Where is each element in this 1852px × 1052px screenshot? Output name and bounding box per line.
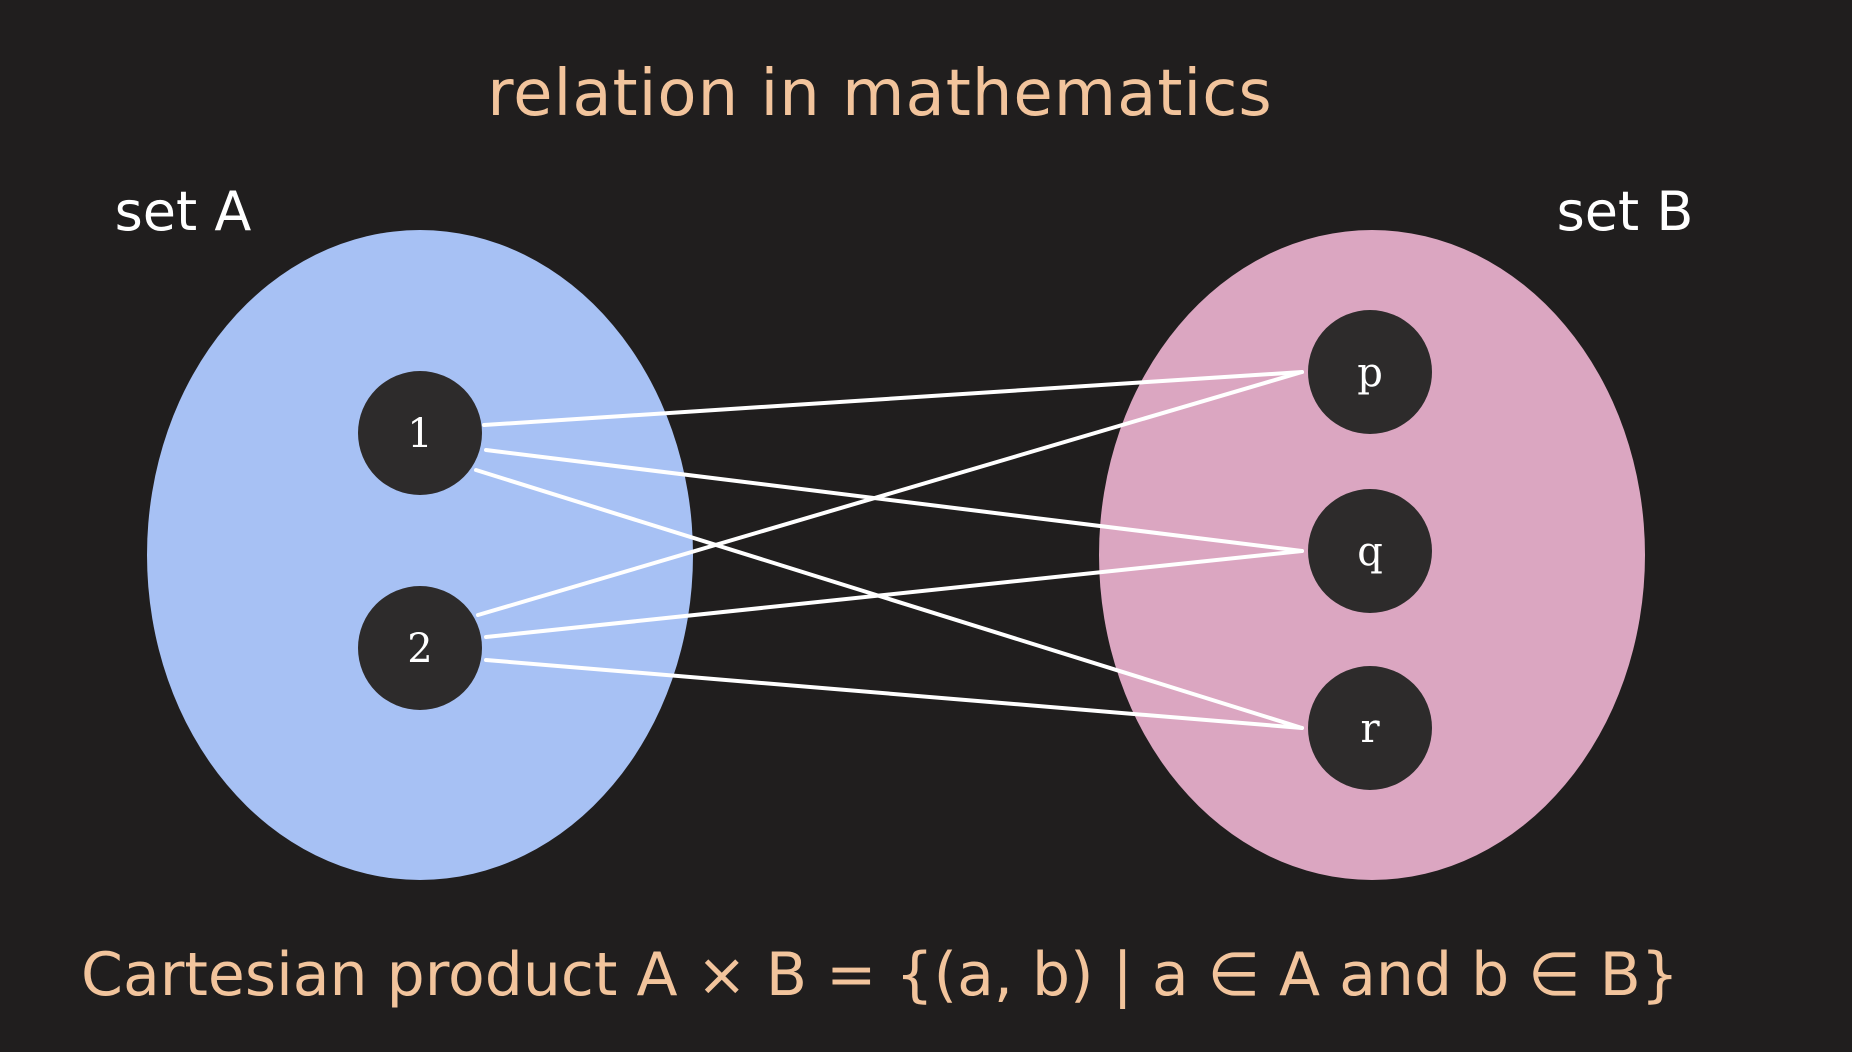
element-label-p: p: [1357, 350, 1383, 396]
element-label-1: 1: [407, 411, 432, 457]
element-circle-q: [1308, 489, 1432, 613]
element-circle-p: [1308, 310, 1432, 434]
element-label-q: q: [1357, 529, 1383, 575]
set-a-ellipse: [147, 230, 693, 880]
element-node-2: 2: [358, 586, 482, 710]
set-b-label: set B: [1557, 180, 1694, 243]
element-circle-2: [358, 586, 482, 710]
element-node-1: 1: [358, 371, 482, 495]
relation-edges: [474, 370, 1304, 730]
set-a-label: set A: [115, 180, 252, 243]
edge-2-q: [484, 549, 1304, 639]
set-elements: 1 2 p q r: [358, 310, 1432, 790]
page-title: relation in mathematics: [487, 57, 1272, 131]
element-node-r: r: [1308, 666, 1432, 790]
edge-2-r: [484, 658, 1304, 730]
edge-1-q: [484, 448, 1304, 553]
edge-2-p: [476, 370, 1304, 617]
element-circle-r: [1308, 666, 1432, 790]
cartesian-product-formula: Cartesian product A × B = {(a, b) | a ∈ …: [81, 940, 1679, 1010]
element-label-r: r: [1360, 706, 1380, 752]
edge-1-r: [474, 468, 1304, 730]
element-circle-1: [358, 371, 482, 495]
element-node-p: p: [1308, 310, 1432, 434]
element-label-2: 2: [407, 626, 432, 672]
element-node-q: q: [1308, 489, 1432, 613]
edge-1-p: [482, 370, 1304, 427]
